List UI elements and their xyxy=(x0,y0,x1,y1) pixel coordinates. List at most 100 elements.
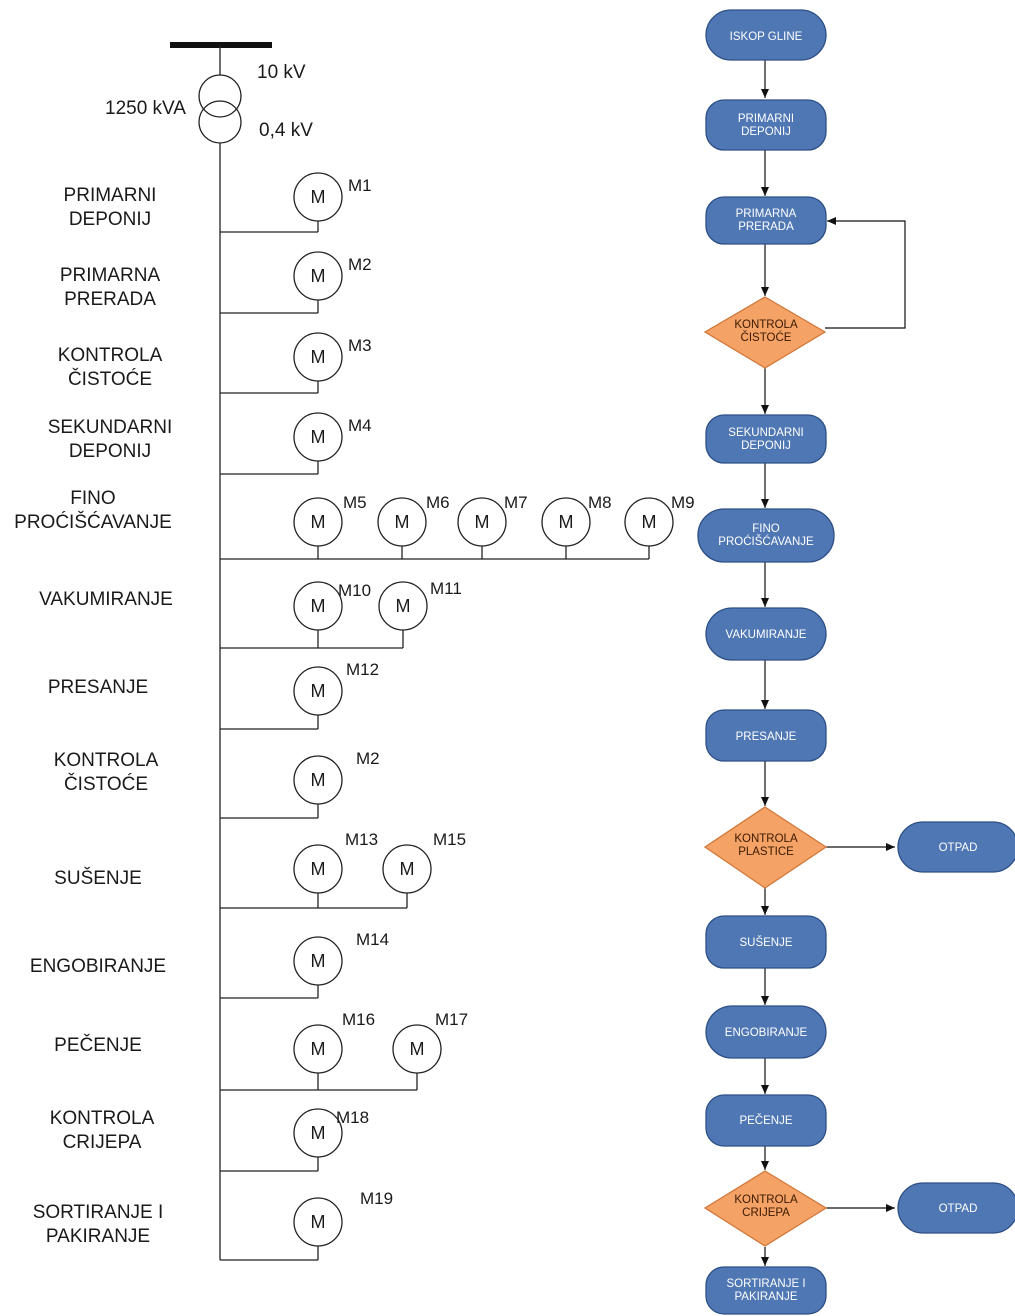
flow-node-label-line: VAKUMIRANJE xyxy=(726,629,807,641)
motor-symbol-letter: M xyxy=(311,770,326,790)
station-label-line: CRIJEPA xyxy=(63,1132,142,1153)
flow-node-label-line: PRIMARNI xyxy=(738,113,794,125)
terminator-shape xyxy=(897,1182,1015,1234)
motor-symbol xyxy=(293,1197,343,1247)
feeder-branch: MM2 xyxy=(220,251,372,314)
station-label-line: FINO xyxy=(70,488,115,509)
station-label-line: KONTROLA xyxy=(54,750,159,771)
motor-id-label: M2 xyxy=(356,749,380,768)
motor-symbol xyxy=(457,497,507,547)
motor-symbol-letter: M xyxy=(311,187,326,207)
flow-node-label-line: SORTIRANJE I xyxy=(726,1278,805,1290)
flow-node-pecenje: PEČENJE xyxy=(705,1094,827,1147)
flow-node-label: OTPAD xyxy=(939,842,978,854)
flow-node-label-line: PLASTICE xyxy=(738,846,794,858)
motor-symbol-letter: M xyxy=(396,596,411,616)
motor-feeders: MM1MM2MM3MM4MM5MM6MM7MM8MM9MM10MM11MM12M… xyxy=(220,172,695,1261)
flow-node-label-line: KONTROLA xyxy=(734,319,798,331)
station-label-line: ČISTOĆE xyxy=(68,368,152,390)
motor-symbol-letter: M xyxy=(642,512,657,532)
station-label: SUŠENJE xyxy=(54,867,142,889)
decision-shape xyxy=(703,1170,828,1247)
flow-node-label: PEČENJE xyxy=(739,1114,792,1127)
station-label: PRESANJE xyxy=(48,677,148,698)
motor-id-label: M16 xyxy=(342,1010,375,1029)
station-label-line: SEKUNDARNI xyxy=(48,417,173,438)
motor-symbol xyxy=(624,497,674,547)
station-label-line: PROĆIŠĆAVANJE xyxy=(14,511,172,533)
hv-voltage-label: 10 kV xyxy=(257,62,306,83)
transformer-primary-winding xyxy=(198,74,242,118)
motor-symbol xyxy=(293,172,343,222)
motor-symbol xyxy=(378,581,428,631)
lv-voltage-label: 0,4 kV xyxy=(259,120,313,141)
motor-symbol xyxy=(293,497,343,547)
station-label: PEČENJE xyxy=(54,1034,142,1056)
station-label: PRIMARNA PRERADA xyxy=(60,265,161,310)
station-label-line: PRESANJE xyxy=(48,677,148,698)
flow-node-label-line: ENGOBIRANJE xyxy=(725,1027,808,1039)
flow-node-iskop-gline: ISKOP GLINE xyxy=(705,9,827,61)
motor-symbol xyxy=(293,844,343,894)
motor-symbol xyxy=(541,497,591,547)
flow-node-label-line: CRIJEPA xyxy=(742,1207,790,1219)
motor-symbol-letter: M xyxy=(395,512,410,532)
station-label-line: ENGOBIRANJE xyxy=(30,956,166,977)
station-label-line: SORTIRANJE I xyxy=(33,1202,164,1223)
motor-symbol-letter: M xyxy=(311,512,326,532)
station-label-line: DEPONIJ xyxy=(69,209,151,230)
feeder-branch: MM1 xyxy=(220,172,372,233)
flow-node-label-line: SEKUNDARNI xyxy=(728,427,803,439)
motor-symbol xyxy=(293,412,343,462)
motor-symbol-letter: M xyxy=(311,347,326,367)
station-label-line: PRERADA xyxy=(64,289,156,310)
flow-node-label: ENGOBIRANJE xyxy=(725,1027,808,1039)
motor-symbol-letter: M xyxy=(559,512,574,532)
motor-symbol-letter: M xyxy=(311,1123,326,1143)
motor-symbol xyxy=(293,936,343,986)
flow-node-susenje: SUŠENJE xyxy=(705,915,827,969)
motor-symbol-letter: M xyxy=(475,512,490,532)
flow-node-label-line: KONTROLA xyxy=(734,1194,798,1206)
station-label: KONTROLA CRIJEPA xyxy=(50,1108,155,1153)
terminator-shape xyxy=(697,508,835,563)
decision-shape xyxy=(703,806,828,889)
motor-symbol-letter: M xyxy=(311,266,326,286)
motor-id-label: M13 xyxy=(345,830,378,849)
motor-symbol xyxy=(293,1024,343,1074)
process-shape xyxy=(705,196,827,245)
flow-node-label-line: ISKOP GLINE xyxy=(730,31,803,43)
motor-id-label: M5 xyxy=(343,493,367,512)
flow-node-label-line: PRERADA xyxy=(738,221,794,233)
flow-node-presanje: PRESANJE xyxy=(705,709,827,762)
motor-symbol-letter: M xyxy=(311,1039,326,1059)
motor-symbol-letter: M xyxy=(410,1039,425,1059)
motor-symbol xyxy=(293,666,343,716)
station-label-line: KONTROLA xyxy=(50,1108,155,1129)
flow-node-otpad-plastice: OTPAD xyxy=(897,821,1015,873)
process-shape xyxy=(705,915,827,969)
station-label-line: PRIMARNA xyxy=(60,265,161,286)
